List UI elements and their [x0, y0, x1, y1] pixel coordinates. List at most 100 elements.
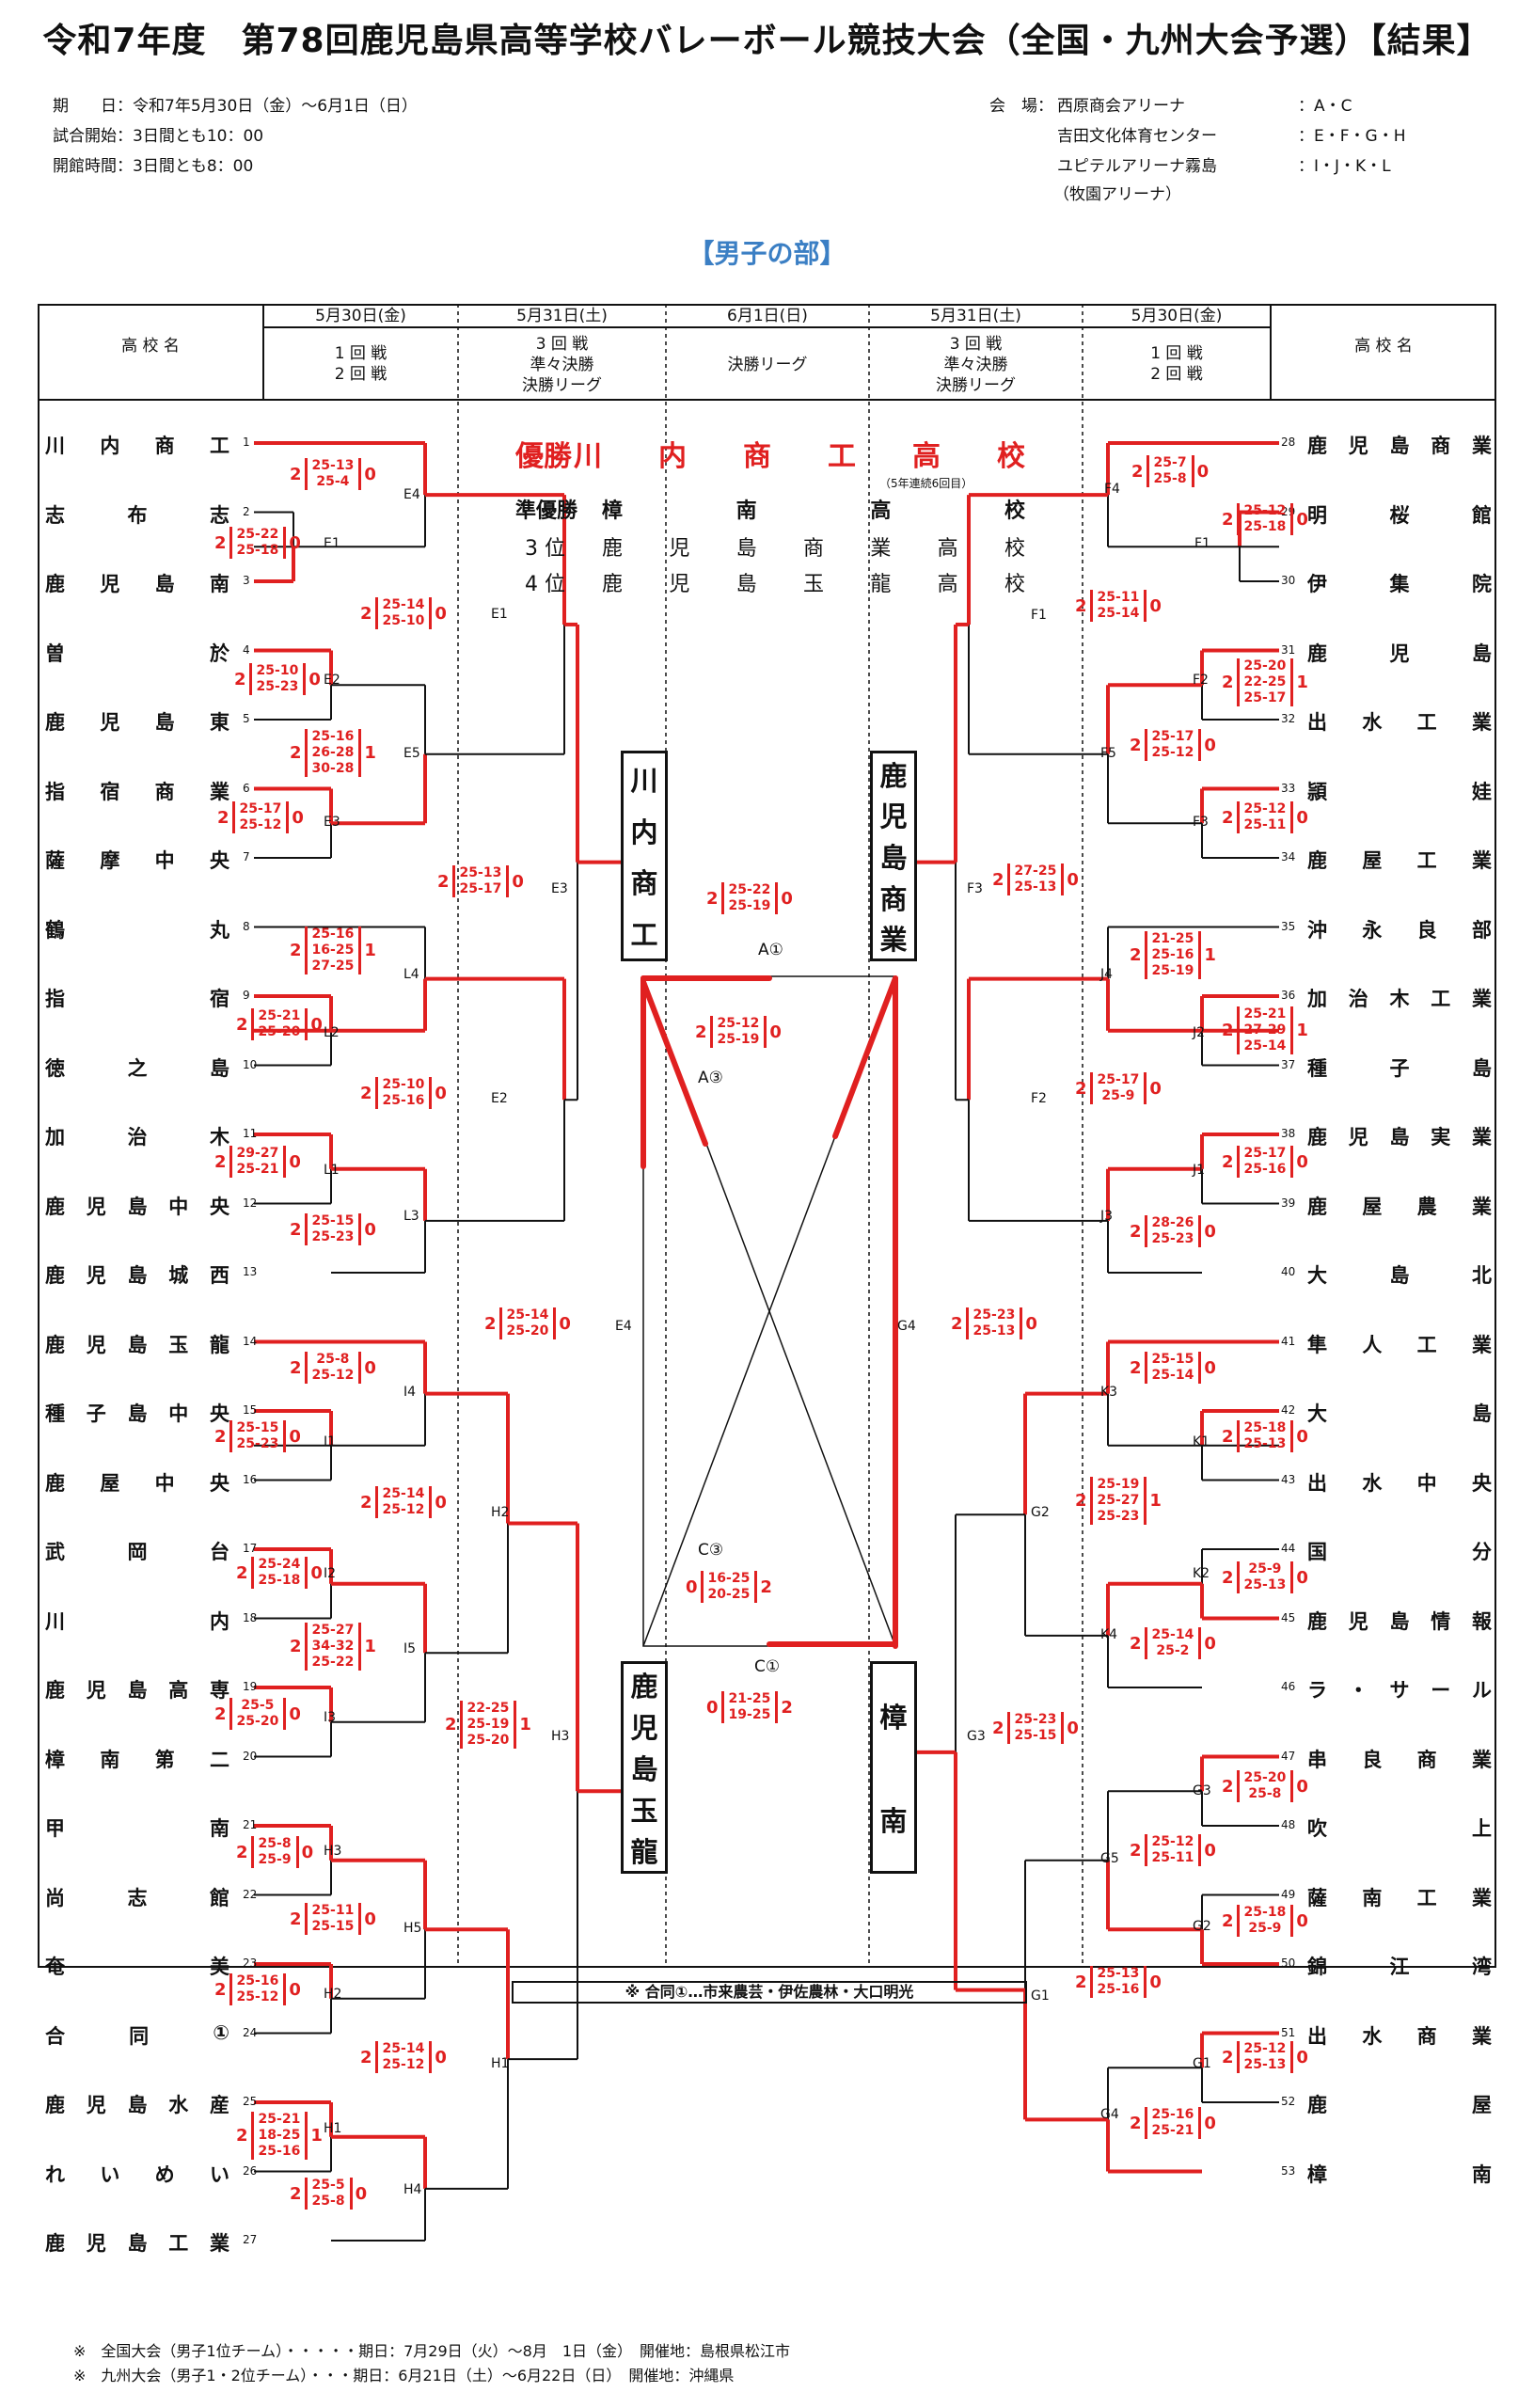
school-header-right: 高 校 名 — [1354, 337, 1413, 356]
sets-lost: 0 — [1296, 1910, 1308, 1931]
char: 中 — [168, 1402, 189, 1425]
char: 樟 — [45, 1748, 65, 1771]
page-title: 令和7年度 第78回鹿児島県高等学校バレーボール競技大会（全国・九州大会予選）【… — [42, 22, 1492, 60]
char: 子 — [86, 1402, 106, 1425]
set-score: 25-8 — [1153, 471, 1187, 486]
match-label: G3 — [967, 1729, 986, 1744]
sets-lost: 1 — [1204, 945, 1216, 965]
char: 鹿 — [45, 1264, 65, 1287]
set-score: 25-12 — [1151, 745, 1194, 760]
set-score: 25-13 — [1243, 1577, 1287, 1592]
sets-lost: 0 — [559, 1313, 571, 1334]
match-label: K2 — [1193, 1566, 1210, 1581]
sets-lost: 0 — [1296, 1776, 1308, 1797]
info-open-time: 開館時間：3日間とも8：00 — [53, 157, 254, 176]
sets-won: 2 — [290, 1357, 302, 1378]
match-label: L2 — [324, 1025, 340, 1040]
set-score: 25-17 — [1097, 1072, 1140, 1087]
set-score: 25-23 — [1151, 1231, 1194, 1246]
char: 合 — [45, 2024, 65, 2048]
set-score: 25-27 — [1097, 1493, 1140, 1508]
sets-won: 2 — [290, 941, 302, 960]
char: 鹿 — [45, 2094, 65, 2116]
set-score: 25-12 — [1243, 801, 1287, 816]
char: 南 — [1472, 2162, 1492, 2186]
set-score: 25-14 — [382, 1486, 425, 1501]
sets-won: 2 — [217, 807, 229, 828]
set-score: 25-16 — [311, 927, 355, 942]
team-name: 奄美 — [45, 1952, 229, 1980]
char: 島 — [1389, 1126, 1410, 1149]
char: 央 — [210, 1195, 229, 1218]
team-number: 18 — [243, 1610, 258, 1624]
school-header-left: 高 校 名 — [121, 337, 180, 356]
set-score: 25-12 — [236, 1989, 279, 2004]
sets-lost: 0 — [355, 2183, 368, 2204]
set-score: 29-27 — [236, 1146, 279, 1161]
set-score: 25-18 — [258, 1573, 301, 1588]
team-name: 鹿児島中央 — [45, 1192, 229, 1220]
team-name: 樟南第二 — [45, 1745, 229, 1773]
char: 児 — [86, 2232, 106, 2255]
team-name: 鹿児島 — [1307, 639, 1492, 667]
sets-lost: 0 — [435, 2047, 447, 2067]
match-label: F1 — [1031, 608, 1047, 623]
league-label-a3: A③ — [698, 1069, 723, 1087]
round-line: 準々決勝 — [530, 356, 594, 374]
char: 奄 — [45, 1956, 65, 1978]
team-number: 30 — [1281, 574, 1296, 587]
round-date: 6月1日(日) — [727, 307, 808, 325]
char: 出 — [1307, 1471, 1327, 1495]
sets-won: 2 — [1075, 1491, 1087, 1511]
match-label: F2 — [1193, 673, 1209, 688]
char: 之 — [127, 1056, 148, 1080]
set-score: 25-5 — [311, 2178, 345, 2193]
set-score: 25-16 — [311, 729, 355, 744]
team-number: 12 — [243, 1196, 258, 1210]
team-number: 32 — [1281, 712, 1296, 725]
set-score: 25-15 — [311, 1919, 355, 1934]
team-number: 27 — [243, 2233, 258, 2246]
set-score: 25-9 — [258, 1852, 292, 1867]
char: 美 — [210, 1956, 229, 1978]
sets-lost: 0 — [292, 807, 304, 828]
team-name: 大島 — [1307, 1399, 1492, 1427]
char: 治 — [1348, 988, 1368, 1010]
set-score: 25-18 — [1243, 519, 1287, 534]
char: 娃 — [1472, 780, 1492, 803]
char: 鹿 — [45, 2232, 65, 2255]
set-score: 22-25 — [467, 1701, 510, 1716]
set-score: 25-8 — [258, 1836, 292, 1851]
sets-lost: 0 — [310, 1014, 323, 1035]
team-name: 種子島 — [1307, 1054, 1492, 1082]
set-score: 25-5 — [241, 1698, 275, 1713]
char: 央 — [209, 849, 229, 872]
set-score: 25-14 — [382, 597, 425, 612]
sets-won: 2 — [290, 1909, 302, 1929]
char: 高 — [168, 1679, 189, 1702]
char: ① — [213, 2020, 229, 2044]
match-label: G1 — [1031, 1988, 1050, 2004]
sets-lost: 0 — [1067, 869, 1079, 890]
char: 明 — [1307, 503, 1327, 527]
match-label: L3 — [403, 1209, 419, 1224]
set-score: 25-14 — [1151, 1627, 1194, 1642]
team-name: 隼人工業 — [1307, 1330, 1492, 1358]
match-label: H5 — [403, 1921, 422, 1936]
team-number: 33 — [1281, 781, 1296, 795]
set-score: 25-18 — [1243, 1905, 1287, 1920]
